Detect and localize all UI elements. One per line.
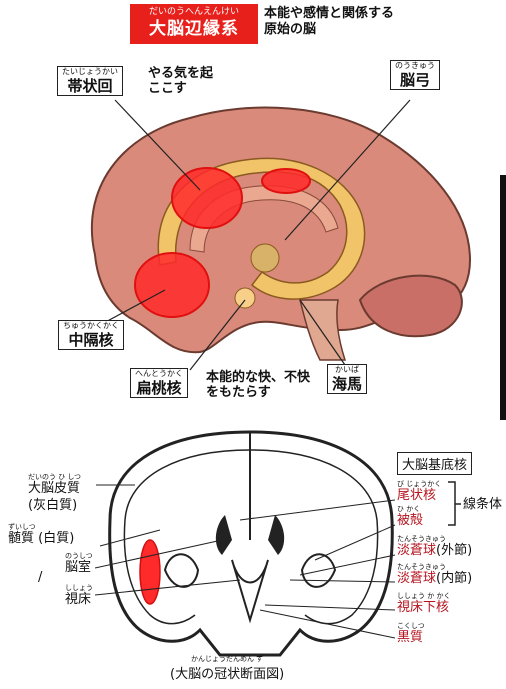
cingulate-highlight <box>172 168 242 228</box>
amygdala-label: へんとうかく 扁桃核 <box>130 368 188 398</box>
gp-internal-label: たんそうきゅう 淡蒼球(内節) <box>397 563 472 586</box>
cortex-sub-label: (灰白質) <box>28 498 77 513</box>
stray-mark: / <box>38 570 42 585</box>
thalamus-label: ししょう 視床 <box>65 584 93 607</box>
insula-highlight <box>140 540 160 604</box>
ventricle-label: のうしつ 脳室 <box>65 552 93 575</box>
striatum-label: 線条体 <box>463 497 502 512</box>
subthalamic-label: ししょう か かく 視床下核 <box>397 592 450 615</box>
thalamus-shape <box>251 244 279 272</box>
cingulate-note: やる気を起ここす <box>148 66 223 96</box>
basal-ganglia-title: 大脳基底核 <box>397 452 472 475</box>
gp-external-label: たんそうきゅう 淡蒼球(外節) <box>397 535 472 558</box>
hippocampus-label: かいば 海馬 <box>327 364 367 394</box>
cingulate-label: たいじょうかい 帯状回 <box>57 66 123 96</box>
cortex-label: だいのう ひ しつ 大脳皮質 <box>28 473 81 496</box>
fornix-label: のうきゅう 脳弓 <box>390 60 440 90</box>
septal-label: ちゅうかくかく 中隔核 <box>58 320 124 350</box>
amygdala-shape <box>235 288 255 308</box>
coronal-caption: かんじょうだんめん ず (大脳の冠状断面図) <box>170 655 284 682</box>
amygdala-note: 本能的な快、不快をもたらす <box>206 370 316 400</box>
white-matter-label: ずいしつ 髄質 (白質) <box>8 523 74 546</box>
caudate-label: び じょうかく 尾状核 <box>397 480 441 503</box>
putamen-label: ひ かく 被殻 <box>397 505 423 528</box>
edge-bar <box>500 175 506 420</box>
septal-highlight <box>135 253 209 317</box>
striatum-bracket <box>448 482 461 525</box>
substantia-nigra-label: こくしつ 黒質 <box>397 622 425 645</box>
fornix-highlight <box>262 169 310 193</box>
